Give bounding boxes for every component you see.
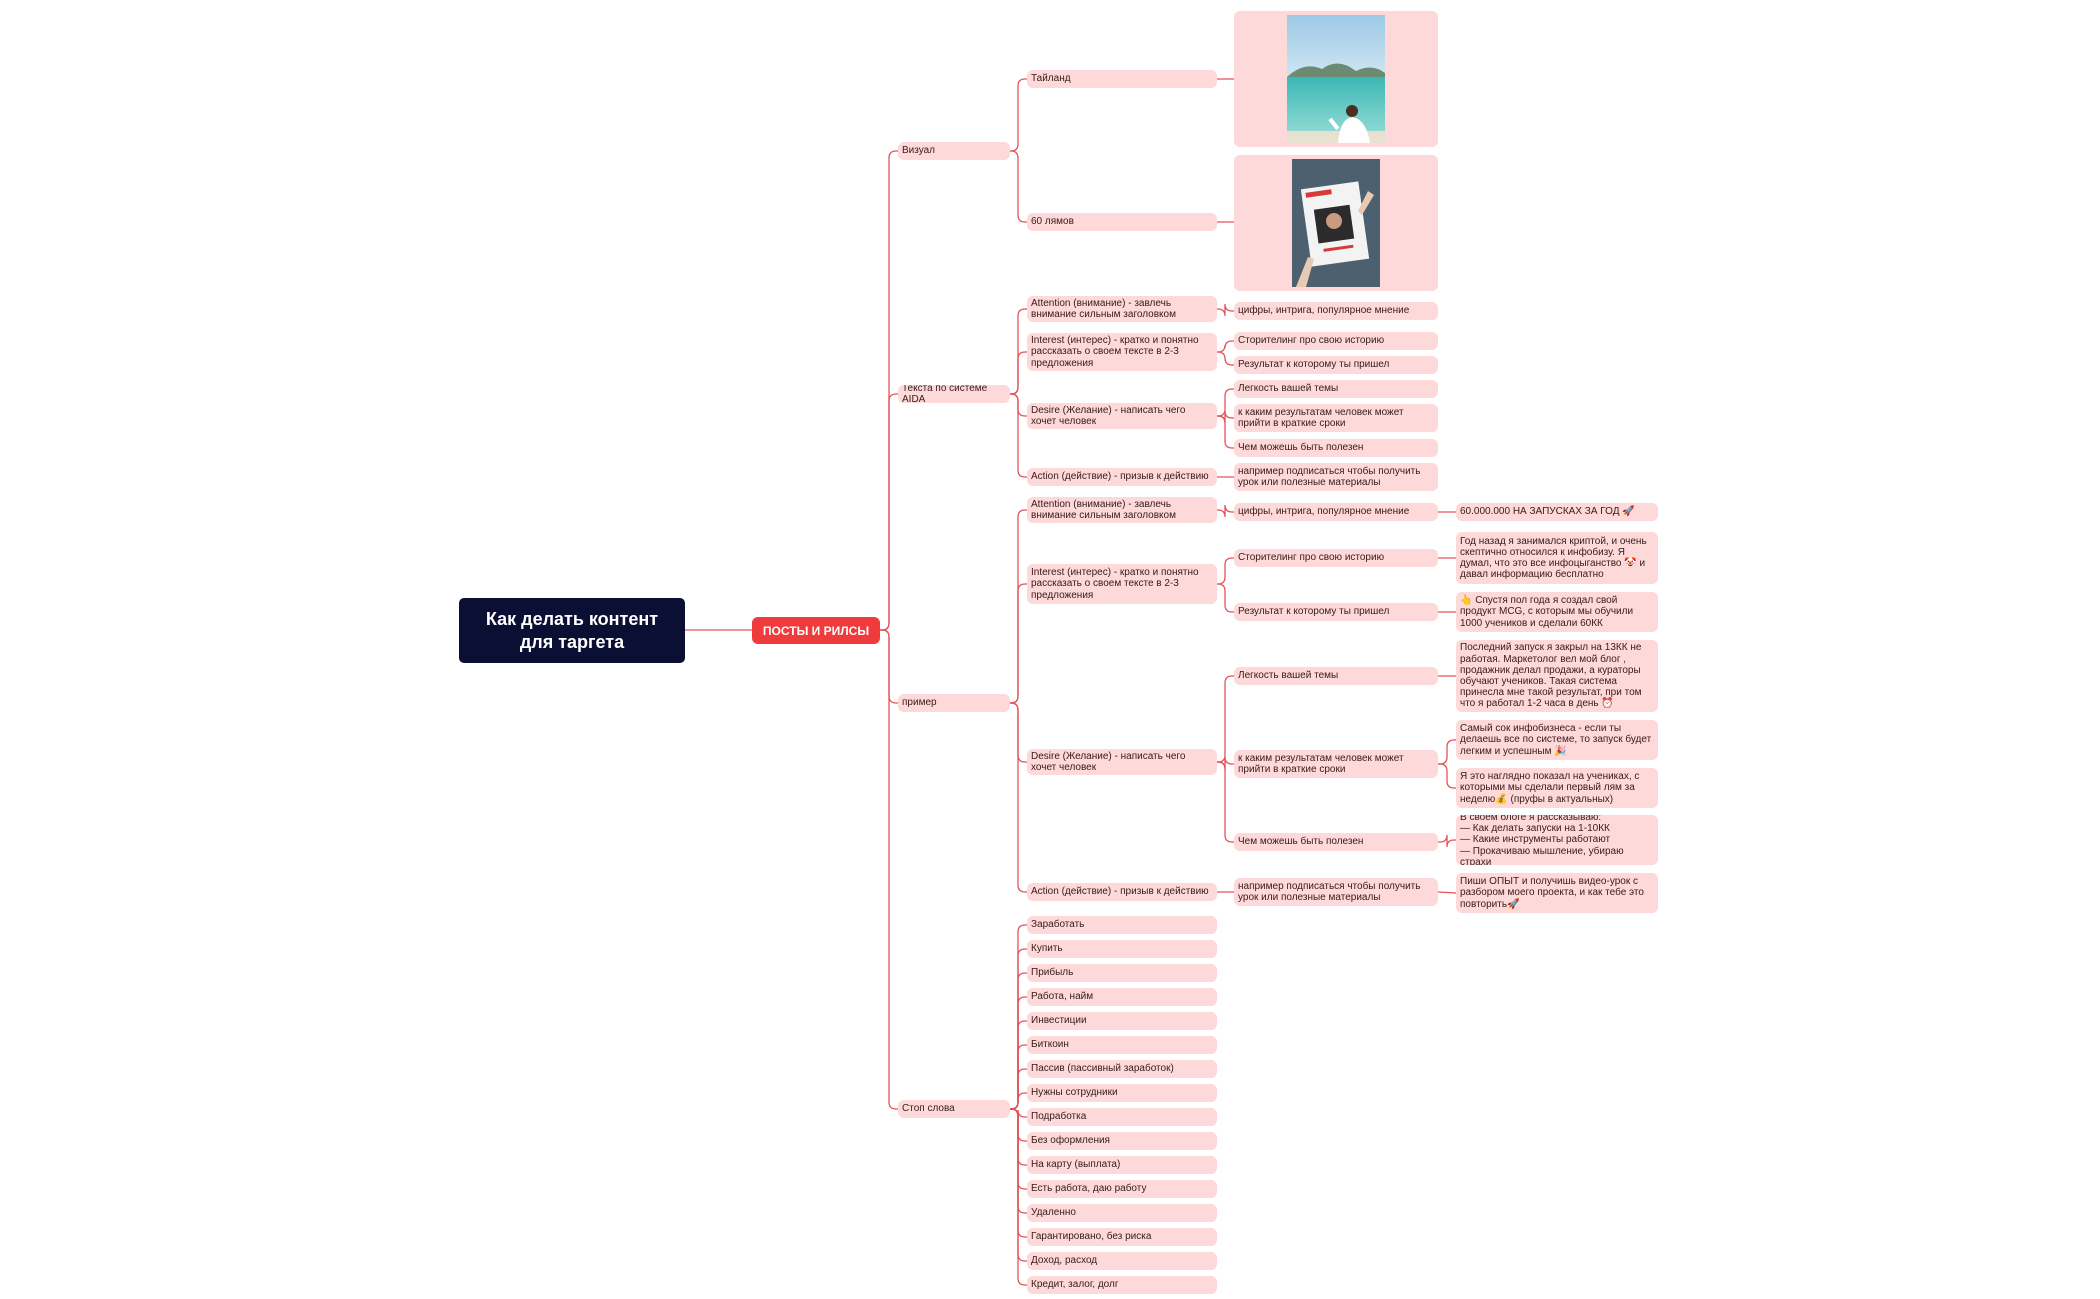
hub-label: ПОСТЫ И РИЛСЫ <box>762 623 870 638</box>
stop-word-item[interactable]: Заработать <box>1027 916 1217 934</box>
stop-word-item[interactable]: Прибыль <box>1027 964 1217 982</box>
connector-line <box>1217 415 1234 449</box>
hub-node[interactable]: ПОСТЫ И РИЛСЫ <box>752 617 880 644</box>
example-desire-results-2[interactable]: Я это наглядно показал на учениках, с ко… <box>1456 768 1658 808</box>
primer-desire[interactable]: Desire (Желание) - написать чего хочет ч… <box>1027 749 1217 775</box>
vizual-item-thailand[interactable]: Тайланд <box>1027 70 1217 88</box>
example-desire-ease[interactable]: Последний запуск я закрыл на 13КК не раб… <box>1456 640 1658 712</box>
connector-line <box>1438 739 1456 765</box>
stop-word-item[interactable]: Кредит, залог, долг <box>1027 1276 1217 1294</box>
aida-desire-ease[interactable]: Легкость вашей темы <box>1234 380 1438 398</box>
primer-desire-results[interactable]: к каким результатам человек может прийти… <box>1234 750 1438 778</box>
primer-action-detail[interactable]: например подписаться чтобы получить урок… <box>1234 878 1438 906</box>
aida-action[interactable]: Action (действие) - призыв к действию <box>1027 468 1217 486</box>
aida-interest-story[interactable]: Сторителинг про свою историю <box>1234 332 1438 350</box>
connector-line <box>1217 504 1234 518</box>
primer-interest-story[interactable]: Сторителинг про свою историю <box>1234 549 1438 567</box>
connector-line <box>1217 303 1234 317</box>
aida-attention[interactable]: Attention (внимание) - завлечь внимание … <box>1027 296 1217 322</box>
connector-line <box>1217 340 1234 353</box>
connector-line <box>1010 1108 1027 1286</box>
connector-line <box>1010 150 1027 223</box>
primer-desire-ease[interactable]: Легкость вашей темы <box>1234 667 1438 685</box>
aida-desire-results[interactable]: к каким результатам человек может прийти… <box>1234 404 1438 432</box>
example-interest-story[interactable]: Год назад я занимался криптой, и очень с… <box>1456 532 1658 584</box>
stop-word-item[interactable]: На карту (выплата) <box>1027 1156 1217 1174</box>
stop-word-item[interactable]: Пассив (пассивный заработок) <box>1027 1060 1217 1078</box>
connector-line <box>1010 702 1027 893</box>
root-node[interactable]: Как делать контент для таргета <box>459 598 685 663</box>
image-card-60[interactable] <box>1234 155 1438 291</box>
branch-vizual[interactable]: Визуал <box>898 142 1010 160</box>
connector-line <box>1438 763 1456 789</box>
stop-word-item[interactable]: Без оформления <box>1027 1132 1217 1150</box>
branch-aida[interactable]: Текста по системе AIDA <box>898 385 1010 403</box>
connector-line <box>1010 1092 1027 1110</box>
connector-line <box>1010 78 1027 152</box>
stop-word-item[interactable]: Инвестиции <box>1027 1012 1217 1030</box>
aida-action-detail[interactable]: например подписаться чтобы получить урок… <box>1234 463 1438 491</box>
primer-interest-result[interactable]: Результат к которому ты пришел <box>1234 603 1438 621</box>
branch-primer[interactable]: пример <box>898 694 1010 712</box>
primer-desire-useful[interactable]: Чем можешь быть полезен <box>1234 833 1438 851</box>
branch-stop-words[interactable]: Стоп слова <box>898 1100 1010 1118</box>
connector-line <box>1217 675 1234 763</box>
vizual-item-60[interactable]: 60 лямов <box>1027 213 1217 231</box>
connector-line <box>1217 761 1234 843</box>
example-interest-result[interactable]: 👆 Спустя пол года я создал свой продукт … <box>1456 592 1658 632</box>
aida-desire-useful[interactable]: Чем можешь быть полезен <box>1234 439 1438 457</box>
connector-line <box>1010 393 1027 478</box>
stop-word-item[interactable]: Подработка <box>1027 1108 1217 1126</box>
connector-line <box>1010 583 1027 704</box>
aida-attention-detail[interactable]: цифры, интрига, популярное мнение <box>1234 302 1438 320</box>
stop-word-item[interactable]: Есть работа, даю работу <box>1027 1180 1217 1198</box>
connector-line <box>1217 351 1234 366</box>
connector-line <box>880 393 898 631</box>
stop-word-item[interactable]: Нужны сотрудники <box>1027 1084 1217 1102</box>
aida-interest-result[interactable]: Результат к которому ты пришел <box>1234 356 1438 374</box>
example-attention[interactable]: 60.000.000 НА ЗАПУСКАХ ЗА ГОД 🚀 <box>1456 503 1658 521</box>
connector-line <box>1217 583 1234 613</box>
photo-magazine-cover-icon <box>1292 159 1380 287</box>
connector-line <box>1217 388 1234 417</box>
stop-word-item[interactable]: Работа, найм <box>1027 988 1217 1006</box>
connector-line <box>1217 557 1234 585</box>
connector-line <box>1438 834 1456 848</box>
connector-line <box>1010 351 1027 395</box>
primer-interest[interactable]: Interest (интерес) - кратко и понятно ра… <box>1027 564 1217 604</box>
stop-word-item[interactable]: Удаленно <box>1027 1204 1217 1222</box>
primer-attention[interactable]: Attention (внимание) - завлечь внимание … <box>1027 497 1217 523</box>
example-desire-results-1[interactable]: Самый сок инфобизнеса - если ты делаешь … <box>1456 720 1658 760</box>
aida-desire[interactable]: Desire (Желание) - написать чего хочет ч… <box>1027 403 1217 429</box>
stop-word-item[interactable]: Купить <box>1027 940 1217 958</box>
stop-word-item[interactable]: Гарантировано, без риска <box>1027 1228 1217 1246</box>
aida-interest[interactable]: Interest (интерес) - кратко и понятно ра… <box>1027 333 1217 371</box>
photo-beach-man-icon <box>1287 15 1385 143</box>
image-card-thailand[interactable] <box>1234 11 1438 147</box>
root-title: Как делать контент для таргета <box>485 609 659 652</box>
primer-attention-detail[interactable]: цифры, интрига, популярное мнение <box>1234 503 1438 521</box>
stop-word-item[interactable]: Биткоин <box>1027 1036 1217 1054</box>
example-desire-useful[interactable]: В своем блоге я рассказываю: — Как делат… <box>1456 815 1658 865</box>
stop-word-item[interactable]: Доход, расход <box>1027 1252 1217 1270</box>
connector-line <box>1437 891 1457 894</box>
primer-action[interactable]: Action (действие) - призыв к действию <box>1027 883 1217 901</box>
example-action[interactable]: Пиши ОПЫТ и получишь видео-урок с разбор… <box>1456 873 1658 913</box>
connector-line <box>880 629 898 1110</box>
